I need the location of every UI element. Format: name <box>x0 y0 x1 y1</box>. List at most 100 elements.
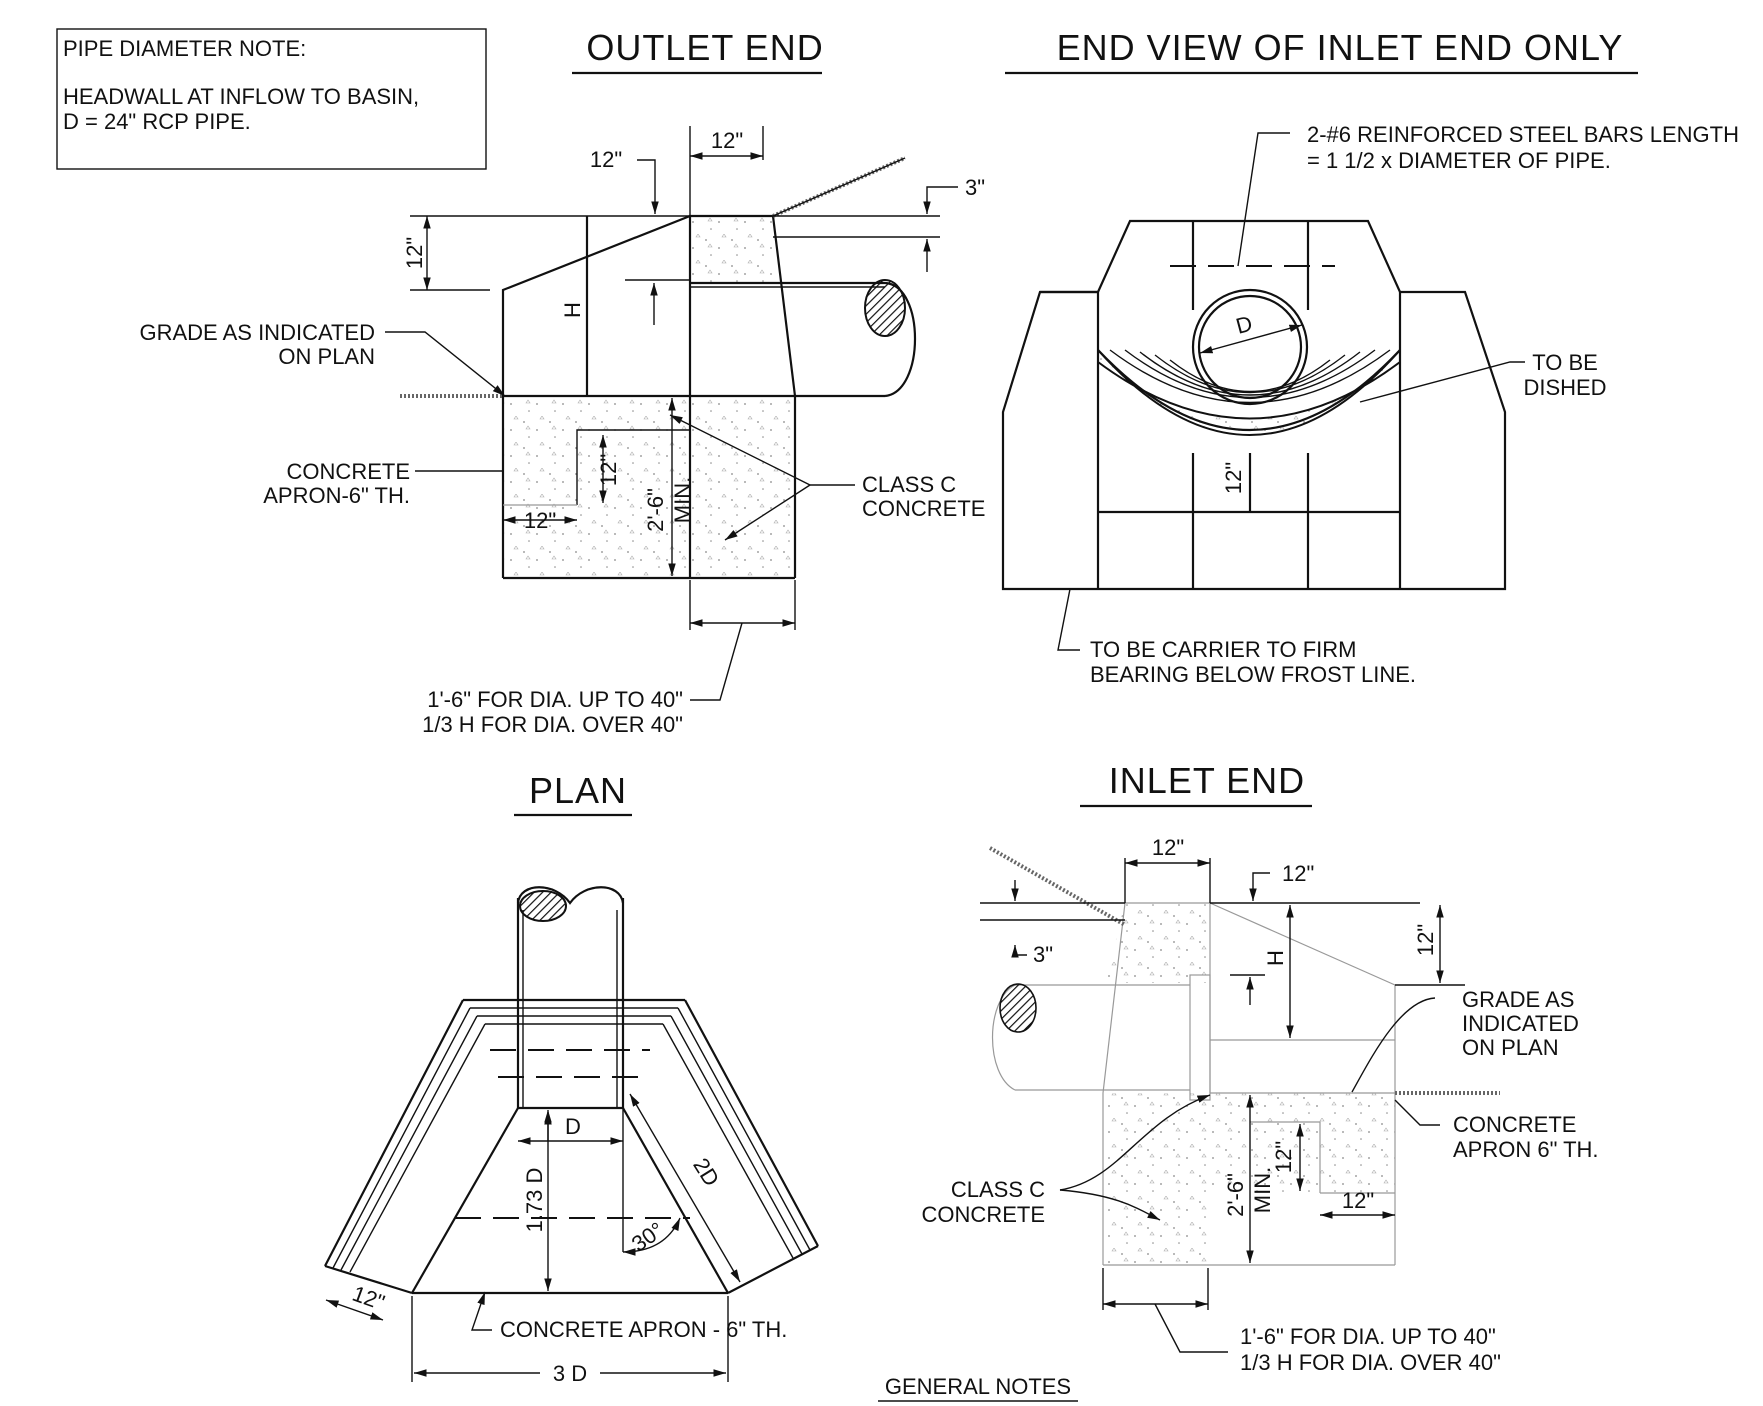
inlet-h-label: H <box>1263 950 1288 966</box>
pipe-diameter-note: PIPE DIAMETER NOTE: HEADWALL AT INFLOW T… <box>56 28 487 170</box>
inlet-dim-12-vert-label: 12" <box>1413 924 1438 956</box>
endview-dish-lines <box>1109 349 1391 404</box>
outlet-foot-label-2: 1/3 H FOR DIA. OVER 40" <box>422 712 683 737</box>
outlet-apron-step <box>576 429 690 505</box>
inlet-foot-leader <box>1154 1303 1228 1353</box>
plan-173d-label: 1.73 D <box>522 1168 547 1233</box>
inlet-grade-label-3: ON PLAN <box>1462 1035 1559 1060</box>
inlet-ground-left <box>989 846 1126 927</box>
inlet-pipe-section <box>999 983 1037 1033</box>
outlet-apron-label-1: CONCRETE <box>287 459 410 484</box>
plan-view: PLAN D 1 <box>324 770 819 1386</box>
outlet-foot-label-1: 1'-6" FOR DIA. UP TO 40" <box>427 687 683 712</box>
inlet-dim-12-right-leader <box>1249 872 1270 901</box>
inlet-classc-leader-2 <box>1059 1189 1161 1221</box>
plan-right-wing-inner <box>622 1107 729 1294</box>
endview-outline <box>1001 219 1507 591</box>
plan-3d-label-bg <box>540 1360 600 1386</box>
endview-dish-bottom <box>1097 349 1401 432</box>
endview-pipe-outer <box>1191 288 1309 406</box>
plan-2d-label: 2D <box>688 1153 724 1190</box>
endview-carrier-leader <box>1057 588 1080 651</box>
end-view: END VIEW OF INLET END ONLY D <box>1001 27 1739 687</box>
outlet-h-label: H <box>560 302 585 318</box>
outlet-end-view: OUTLET END 12" 12" <box>139 27 985 737</box>
inlet-grade-leader <box>1351 997 1436 1093</box>
inlet-dim-26-label: 2'-6" <box>1223 1173 1248 1217</box>
inlet-grade-label-1: GRADE AS <box>1462 987 1574 1012</box>
outlet-dim-12-vert-label: 12" <box>402 237 427 269</box>
inlet-wing-slope <box>1209 902 1396 986</box>
outlet-grade-label-2: ON PLAN <box>278 344 375 369</box>
outlet-foot-leader <box>690 622 743 701</box>
endview-carrier-label-2: BEARING BELOW FROST LINE. <box>1090 662 1416 687</box>
outlet-apron-label-2: APRON-6" TH. <box>263 483 410 508</box>
outlet-wingwall-slope <box>501 214 691 396</box>
endview-dished-leader <box>1359 361 1525 403</box>
inlet-apron-label-2: APRON 6" TH. <box>1453 1137 1599 1162</box>
outlet-footing-fill <box>690 396 795 578</box>
endview-bars-label-1: 2-#6 REINFORCED STEEL BARS LENGTH <box>1307 122 1739 147</box>
inlet-dim-12-right-label: 12" <box>1282 861 1314 886</box>
outlet-classc-leader-2 <box>724 484 811 541</box>
outlet-apron-fill <box>503 396 689 578</box>
note-line-2: D = 24" RCP PIPE. <box>63 109 251 134</box>
outlet-dim-12-bottom-label: 12" <box>524 508 556 533</box>
note-line-1: HEADWALL AT INFLOW TO BASIN, <box>63 84 419 109</box>
outlet-min-label: MIN. <box>670 477 695 523</box>
plan-d-label: D <box>565 1114 581 1139</box>
plan-title: PLAN <box>529 770 627 811</box>
general-notes-title: GENERAL NOTES <box>885 1374 1071 1399</box>
outlet-grade-leader <box>385 331 506 397</box>
outlet-end-title: OUTLET END <box>586 27 823 68</box>
inlet-end-title: INLET END <box>1109 760 1305 801</box>
outlet-classc-leader-1 <box>669 414 811 486</box>
endview-d-dim <box>1199 324 1303 354</box>
inlet-foot-label-1: 1'-6" FOR DIA. UP TO 40" <box>1240 1324 1496 1349</box>
inlet-dim-3-label: 3" <box>1033 942 1053 967</box>
inlet-classc-label-1: CLASS C <box>951 1177 1045 1202</box>
outlet-dim-26-label: 2'-6" <box>643 488 668 532</box>
plan-3d-label: 3 D <box>553 1361 587 1386</box>
plan-apron-label: CONCRETE APRON - 6" TH. <box>500 1317 787 1342</box>
inlet-apron-leader <box>1394 1099 1440 1126</box>
inlet-end-view: INLET END 12" 3" 1 <box>922 760 1599 1375</box>
endview-rebar-leader <box>1237 132 1290 267</box>
plan-left-wing-end <box>324 1264 413 1295</box>
outlet-grade-label-1: GRADE AS INDICATED <box>139 320 375 345</box>
plan-pipe-section <box>519 890 567 922</box>
outlet-classc-label-1: CLASS C <box>862 472 956 497</box>
endview-d-label: D <box>1233 311 1255 339</box>
outlet-pipe-section <box>864 279 906 337</box>
outlet-dim-12-inner-label: 12" <box>596 454 621 486</box>
plan-right-wing-4 <box>662 1023 794 1259</box>
plan-left-wing-2 <box>332 1007 471 1269</box>
inlet-dim-12-top-label: 12" <box>1152 835 1184 860</box>
plan-pipe-end <box>516 886 625 905</box>
inlet-foot-label-2: 1/3 H FOR DIA. OVER 40" <box>1240 1350 1501 1375</box>
inlet-pipe-collar <box>1189 974 1211 1101</box>
inlet-dim-3-bottom <box>1011 945 1027 958</box>
endview-bars-label-2: = 1 1/2 x DIAMETER OF PIPE. <box>1307 148 1611 173</box>
outlet-dim-12-top-label: 12" <box>711 128 743 153</box>
plan-angle-label: 30° <box>627 1217 669 1257</box>
plan-12-dim <box>325 1299 384 1321</box>
inlet-dim-12-inner-label: 12" <box>1271 1141 1296 1173</box>
inlet-classc-label-2: CONCRETE <box>922 1202 1045 1227</box>
general-notes: GENERAL NOTES <box>878 1374 1078 1402</box>
plan-right-wing-3 <box>670 1015 803 1255</box>
plan-left-wing-outer <box>324 999 464 1267</box>
endview-dished-label-1: TO BE <box>1532 350 1598 375</box>
outlet-dim-12-left-label: 12" <box>590 147 622 172</box>
outlet-headwall-fill <box>690 216 773 283</box>
endview-pipe-inner <box>1197 294 1303 400</box>
note-box-border <box>56 28 487 170</box>
inlet-apron-step <box>1250 1121 1321 1193</box>
endview-dim-12-label: 12" <box>1221 462 1246 494</box>
plan-apron-leader <box>471 1291 492 1331</box>
plan-left-wing-inner <box>411 1107 519 1294</box>
inlet-min-label: MIN. <box>1250 1167 1275 1213</box>
plan-right-wing-outer <box>684 999 819 1247</box>
plan-right-wing-2 <box>677 1007 811 1251</box>
